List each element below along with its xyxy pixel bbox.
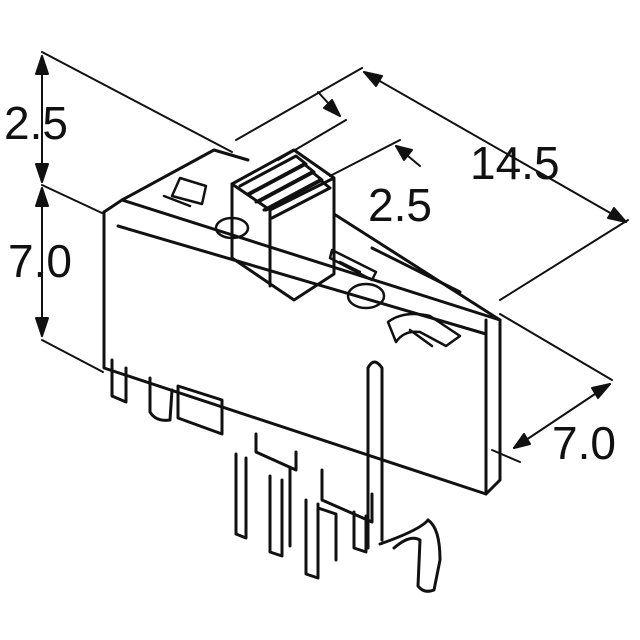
- dimension-arrows: [35, 55, 627, 449]
- knob-height-label: 2.5: [4, 97, 68, 149]
- side-terminal: [366, 360, 442, 593]
- knob-width-label: 2.5: [368, 179, 432, 231]
- body-length-label: 14.5: [470, 137, 560, 189]
- body-height-label: 7.0: [8, 235, 72, 287]
- extension-lines: [41, 51, 629, 463]
- body-depth-label: 7.0: [552, 417, 616, 469]
- slide-knob: [230, 148, 336, 302]
- bottom-pins: [110, 358, 374, 580]
